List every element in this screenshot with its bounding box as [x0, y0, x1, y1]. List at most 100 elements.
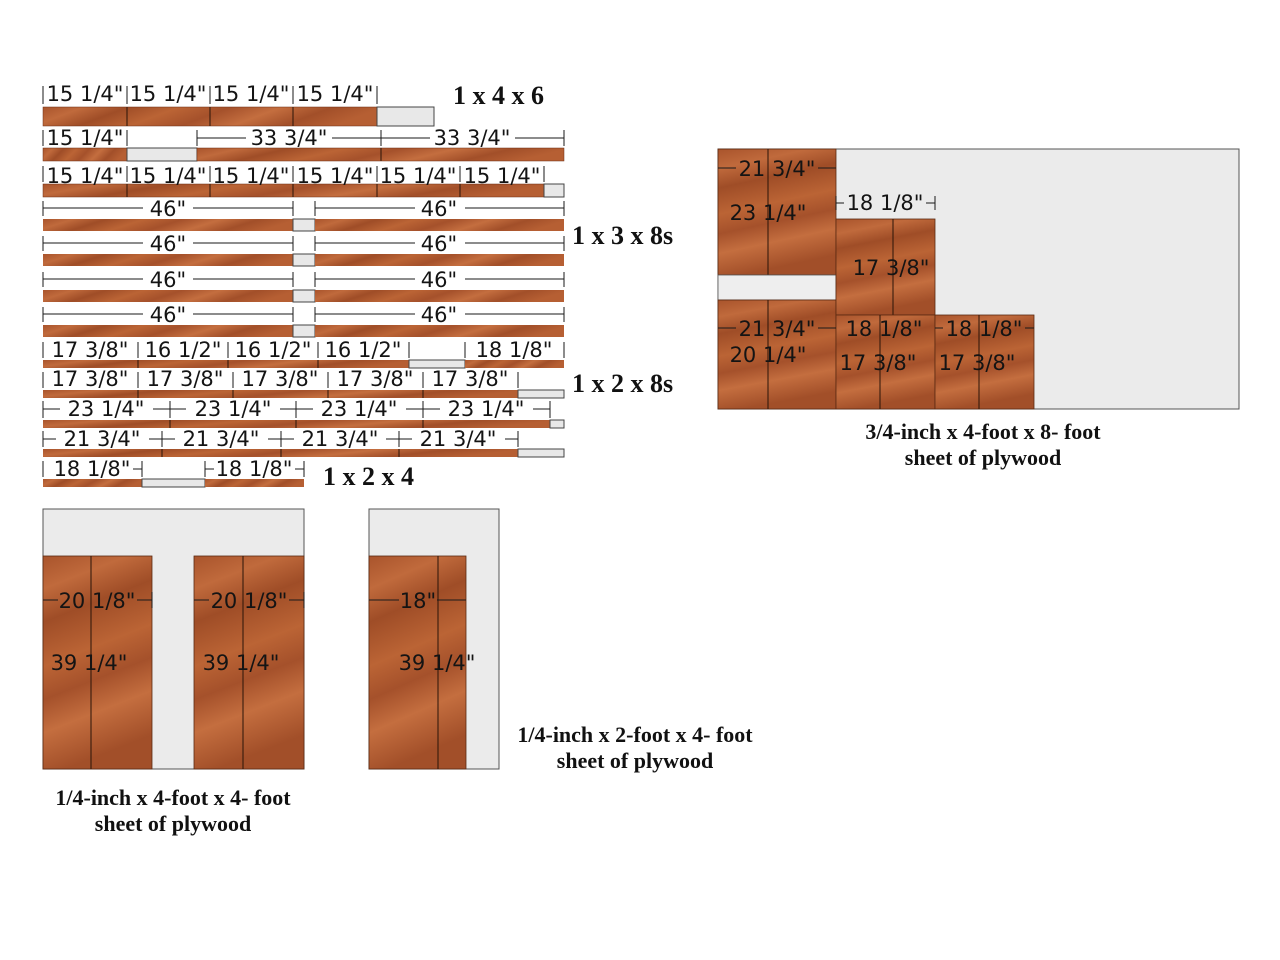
- plywood-piece: [934, 314, 1035, 410]
- board-piece: [465, 360, 564, 368]
- piece-width-label: 18": [400, 589, 436, 613]
- board-group-label: 1 x 3 x 8s: [572, 221, 673, 250]
- piece-width-label: 18 1/8": [846, 317, 923, 341]
- board-row-7: 46" 46": [42, 303, 565, 338]
- cut-label: 21 3/4": [183, 427, 260, 451]
- board-waste: [292, 218, 316, 232]
- board-waste: [292, 253, 316, 267]
- board-piece: [315, 325, 564, 337]
- cut-label: 16 1/2": [325, 338, 402, 362]
- board-waste: [126, 147, 198, 162]
- sheet-1-4-inch-2x4: 18" 39 1/4" 1/4-inch x 2-foot x 4- foot …: [368, 508, 753, 773]
- cut-label: 33 3/4": [251, 126, 328, 150]
- board-row-1: 15 1/4" 15 1/4" 15 1/4" 15 1/4": [42, 82, 435, 127]
- board-group-label: 1 x 4 x 6: [453, 81, 544, 110]
- cut-label: 46": [421, 268, 457, 292]
- cut-label: 46": [421, 197, 457, 221]
- board-row-4: 46" 46": [42, 197, 565, 232]
- piece-height-label: 17 3/8": [939, 351, 1016, 375]
- cut-label: 46": [150, 197, 186, 221]
- cut-label: 46": [421, 232, 457, 256]
- cut-label: 15 1/4": [213, 82, 290, 106]
- board-waste: [141, 478, 206, 488]
- cut-label: 33 3/4": [434, 126, 511, 150]
- plywood-piece: [193, 555, 305, 770]
- board-piece: [315, 219, 564, 231]
- cut-label: 17 3/8": [52, 338, 129, 362]
- board-waste: [292, 289, 316, 303]
- board-waste: [549, 419, 565, 429]
- board-group-label: 1 x 2 x 4: [323, 462, 414, 491]
- piece-height-label: 17 3/8": [840, 351, 917, 375]
- cut-label: 15 1/4": [380, 164, 457, 188]
- plywood-piece: [42, 555, 153, 770]
- cut-label: 21 3/4": [420, 427, 497, 451]
- sheet-caption: 3/4-inch x 4-foot x 8- foot: [865, 419, 1101, 444]
- cut-label: 15 1/4": [130, 164, 207, 188]
- sheet-caption: 1/4-inch x 4-foot x 4- foot: [55, 785, 291, 810]
- piece-width-label: 18 1/8": [847, 191, 924, 215]
- board-waste: [543, 183, 565, 198]
- board-piece: [315, 254, 564, 266]
- cut-label: 18 1/8": [54, 457, 131, 481]
- board-waste: [292, 324, 316, 338]
- board-waste: [376, 106, 435, 127]
- boards-panel: 15 1/4" 15 1/4" 15 1/4" 15 1/4" 15 1/4" …: [42, 81, 673, 491]
- cut-label: 46": [150, 268, 186, 292]
- cut-label: 23 1/4": [195, 397, 272, 421]
- cut-label: 17 3/8": [52, 367, 129, 391]
- plywood-waste: [717, 274, 837, 301]
- cut-label: 15 1/4": [213, 164, 290, 188]
- cut-label: 16 1/2": [145, 338, 222, 362]
- cut-label: 15 1/4": [47, 126, 124, 150]
- cut-label: 17 3/8": [147, 367, 224, 391]
- sheet-1-4-inch-4x4: 20 1/8" 39 1/4" 20 1/8" 39 1/4" 1/4-inch…: [42, 508, 305, 836]
- sheet-caption: sheet of plywood: [905, 445, 1061, 470]
- cut-label: 15 1/4": [130, 82, 207, 106]
- cut-label: 15 1/4": [47, 82, 124, 106]
- board-piece: [315, 290, 564, 302]
- board-row-2: 15 1/4" 33 3/4" 33 3/4": [42, 126, 565, 162]
- piece-height-label: 39 1/4": [203, 651, 280, 675]
- piece-width-label: 18 1/8": [946, 317, 1023, 341]
- piece-width-label: 21 3/4": [739, 317, 816, 341]
- cut-label: 46": [150, 303, 186, 327]
- cut-label: 46": [150, 232, 186, 256]
- cut-label: 21 3/4": [64, 427, 141, 451]
- cut-label: 17 3/8": [432, 367, 509, 391]
- sheet-3-4-inch: 21 3/4" 23 1/4" 18 1/8" 17 3/8" 21 3/4" …: [717, 148, 1240, 470]
- cut-label: 46": [421, 303, 457, 327]
- board-piece: [43, 254, 293, 266]
- board-piece: [43, 325, 293, 337]
- plywood-piece: [717, 148, 837, 276]
- cut-label: 23 1/4": [321, 397, 398, 421]
- board-piece: [205, 479, 304, 487]
- board-piece: [43, 219, 293, 231]
- cut-label: 23 1/4": [68, 397, 145, 421]
- cut-label: 18 1/8": [216, 457, 293, 481]
- board-row-10: 23 1/4" 23 1/4" 23 1/4" 23 1/4": [42, 397, 565, 429]
- board-waste: [517, 389, 565, 399]
- board-waste: [517, 448, 565, 458]
- piece-height-label: 23 1/4": [730, 201, 807, 225]
- plywood-piece: [835, 218, 936, 316]
- board-piece: [43, 290, 293, 302]
- plywood-piece: [717, 299, 837, 410]
- piece-height-label: 17 3/8": [853, 256, 930, 280]
- cut-label: 15 1/4": [297, 82, 374, 106]
- board-row-5: 46" 46": [42, 232, 565, 267]
- sheet-caption: sheet of plywood: [95, 811, 251, 836]
- board-row-8: 17 3/8" 16 1/2" 16 1/2" 16 1/2" 18 1/8": [42, 338, 565, 369]
- piece-width-label: 20 1/8": [211, 589, 288, 613]
- cut-label: 23 1/4": [448, 397, 525, 421]
- board-row-6: 46" 46": [42, 268, 565, 303]
- board-row-12: 18 1/8" 18 1/8": [42, 457, 305, 488]
- cut-label: 15 1/4": [47, 164, 124, 188]
- piece-height-label: 39 1/4": [399, 651, 476, 675]
- piece-width-label: 21 3/4": [739, 157, 816, 181]
- piece-width-label: 20 1/8": [59, 589, 136, 613]
- board-row-3: 15 1/4" 15 1/4" 15 1/4" 15 1/4" 15 1/4" …: [42, 164, 565, 198]
- cut-label: 15 1/4": [464, 164, 541, 188]
- piece-height-label: 20 1/4": [730, 343, 807, 367]
- cut-label: 16 1/2": [235, 338, 312, 362]
